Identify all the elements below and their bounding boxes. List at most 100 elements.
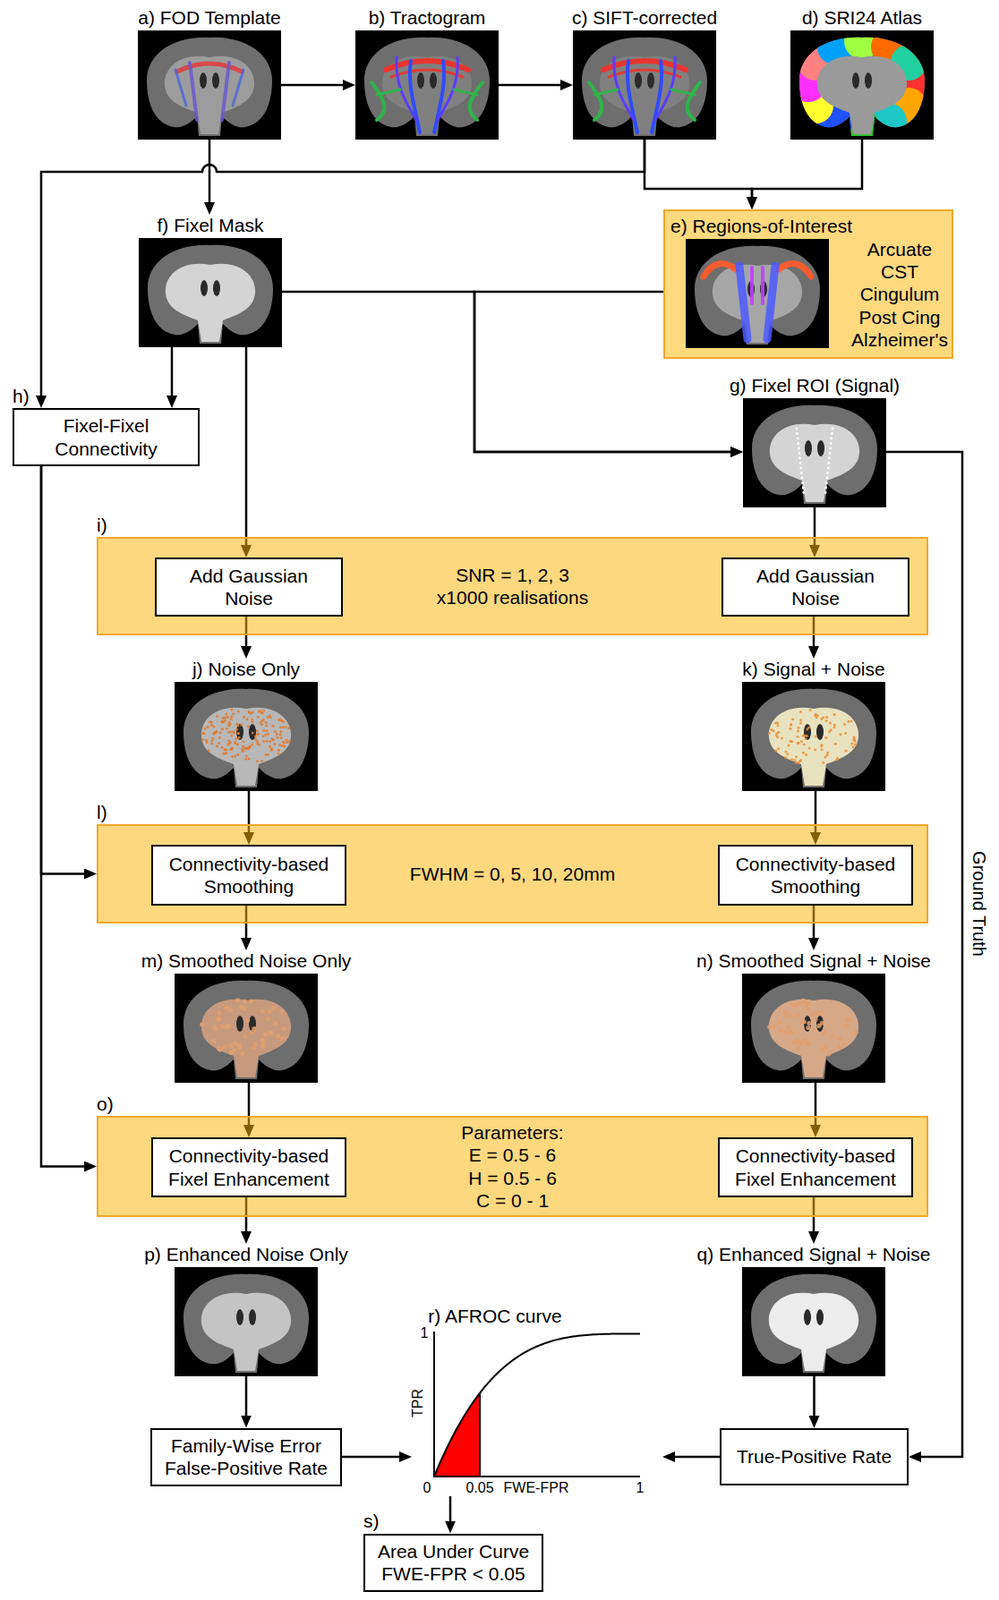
noise-speckle <box>833 725 837 729</box>
noise-speckle <box>257 743 261 747</box>
noise-speckle <box>271 1006 276 1011</box>
text-slot: True-Positive Rate <box>736 1445 892 1469</box>
noise-speckle <box>836 1045 842 1051</box>
noise-speckle <box>826 753 829 757</box>
text-slot: f) Fixel Mask <box>67 214 354 237</box>
noise-speckle <box>820 1047 826 1052</box>
noise-speckle <box>245 755 248 759</box>
image-panel: m) Smoothed Noise Only <box>174 950 318 1084</box>
noise-speckle <box>236 742 240 746</box>
panel-title: d) SRI24 Atlas <box>802 7 923 29</box>
afroc-chart: r) AFROC curve <box>411 1305 663 1497</box>
roi-fixel <box>827 467 830 470</box>
noise-speckle <box>837 1036 843 1042</box>
noise-speckle <box>782 1009 787 1015</box>
connector-arrow <box>208 139 212 212</box>
roi-fixel <box>796 442 800 445</box>
noise-speckle <box>232 1041 238 1046</box>
cortex <box>751 981 877 1080</box>
image-panel: k) Signal + Noise <box>742 658 886 792</box>
noise-speckle <box>230 717 233 721</box>
ventricle <box>817 440 825 457</box>
noise-speckle <box>796 735 800 739</box>
noise-speckle <box>224 749 228 752</box>
noise-speckle <box>285 739 289 743</box>
noise-speckle <box>826 751 829 755</box>
white-matter <box>768 1293 859 1372</box>
noise-speckle <box>797 726 801 730</box>
noise-speckle <box>237 732 240 735</box>
brain-slice <box>685 239 829 349</box>
noise-speckle <box>798 759 802 763</box>
white-matter <box>201 708 291 786</box>
fpr-cutoff-line <box>478 1393 481 1478</box>
noise-speckle <box>222 720 226 724</box>
tract-stroke <box>177 63 242 72</box>
text-slot: Fixel-Fixel Connectivity <box>47 414 164 460</box>
text-slot: FWE-FPR <box>503 1479 570 1497</box>
noise-speckle <box>790 1002 795 1008</box>
noise-speckle <box>833 713 837 717</box>
white-matter <box>382 56 472 135</box>
noise-speckle <box>272 725 275 728</box>
noise-speckle <box>215 1016 221 1021</box>
noise-speckle <box>281 741 285 744</box>
noise-speckle <box>268 1031 274 1036</box>
brain-slice <box>174 682 318 792</box>
text-slot: g) Fixel ROI (Signal) <box>671 375 958 397</box>
box-label: Area Under Curve FWE-FPR < 0.05 <box>372 1540 535 1586</box>
parameter-band: l)FWHM = 0, 5, 10, 20mmConnectivity-base… <box>96 824 929 924</box>
noise-speckle <box>224 751 228 755</box>
tract-stroke <box>409 60 420 133</box>
ventricle <box>852 72 860 89</box>
noise-speckle <box>844 750 847 753</box>
white-matter <box>712 264 803 343</box>
noise-speckle <box>853 743 857 747</box>
tract-stroke <box>589 82 602 120</box>
noise-speckle <box>230 748 234 752</box>
ventricle <box>634 72 642 89</box>
roi-fixel <box>831 427 835 431</box>
auc-area <box>434 1393 480 1478</box>
noise-speckle <box>802 734 805 738</box>
tract-stroke <box>703 264 736 277</box>
noise-speckle <box>777 1028 783 1034</box>
noise-speckle <box>793 759 796 762</box>
afroc-plot <box>434 1332 641 1478</box>
noise-speckle <box>261 734 265 738</box>
noise-speckle <box>233 755 237 759</box>
tract-stroke <box>767 265 776 340</box>
ventricle <box>248 1309 257 1326</box>
image-background <box>174 973 318 1084</box>
roi-name: Arcuate <box>867 238 932 261</box>
noise-speckle <box>248 999 254 1005</box>
noise-speckle <box>813 748 817 752</box>
text-slot: Connectivity-based Fixel Enhancement <box>160 1144 337 1190</box>
image-panel: a) FOD Template <box>137 7 282 140</box>
white-matter <box>768 999 859 1078</box>
noise-speckle <box>809 708 812 712</box>
noise-speckle <box>820 1031 826 1036</box>
image-panel: b) Tractogram <box>355 7 499 140</box>
noise-speckle <box>824 736 828 740</box>
noise-speckle <box>210 724 214 727</box>
noise-speckle <box>788 727 792 731</box>
panel-title: n) Smoothed Signal + Noise <box>696 950 931 973</box>
noise-speckle <box>247 711 251 715</box>
noise-speckle <box>233 741 237 744</box>
noise-speckle <box>275 736 279 740</box>
noise-speckle <box>813 714 817 718</box>
brain-slice <box>742 682 886 792</box>
noise-speckle <box>853 740 857 743</box>
noise-speckle <box>268 745 272 749</box>
image-panel: f) Fixel Mask <box>138 214 282 348</box>
text-slot: 0 <box>423 1479 432 1497</box>
noise-speckle <box>231 730 235 734</box>
connector-arrow <box>449 1496 453 1531</box>
noise-speckle <box>261 1044 266 1050</box>
noise-speckle <box>836 757 839 760</box>
noise-speckle <box>256 716 260 719</box>
roi-fixel <box>802 491 805 495</box>
noise-speckle <box>220 1024 225 1029</box>
